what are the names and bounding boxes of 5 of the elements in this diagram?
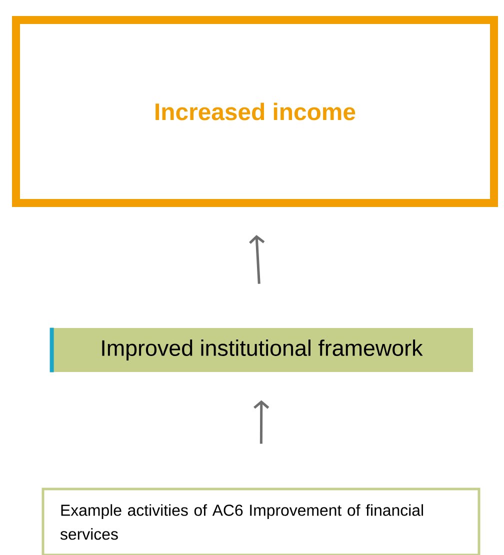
arrow xyxy=(249,234,265,284)
result-box: Improved institutional framework xyxy=(50,328,473,372)
outcome-box: Increased income xyxy=(12,16,498,207)
arrow xyxy=(254,400,270,444)
activity-box: Example activities of AC6 Improvement of financial services xyxy=(42,488,480,555)
